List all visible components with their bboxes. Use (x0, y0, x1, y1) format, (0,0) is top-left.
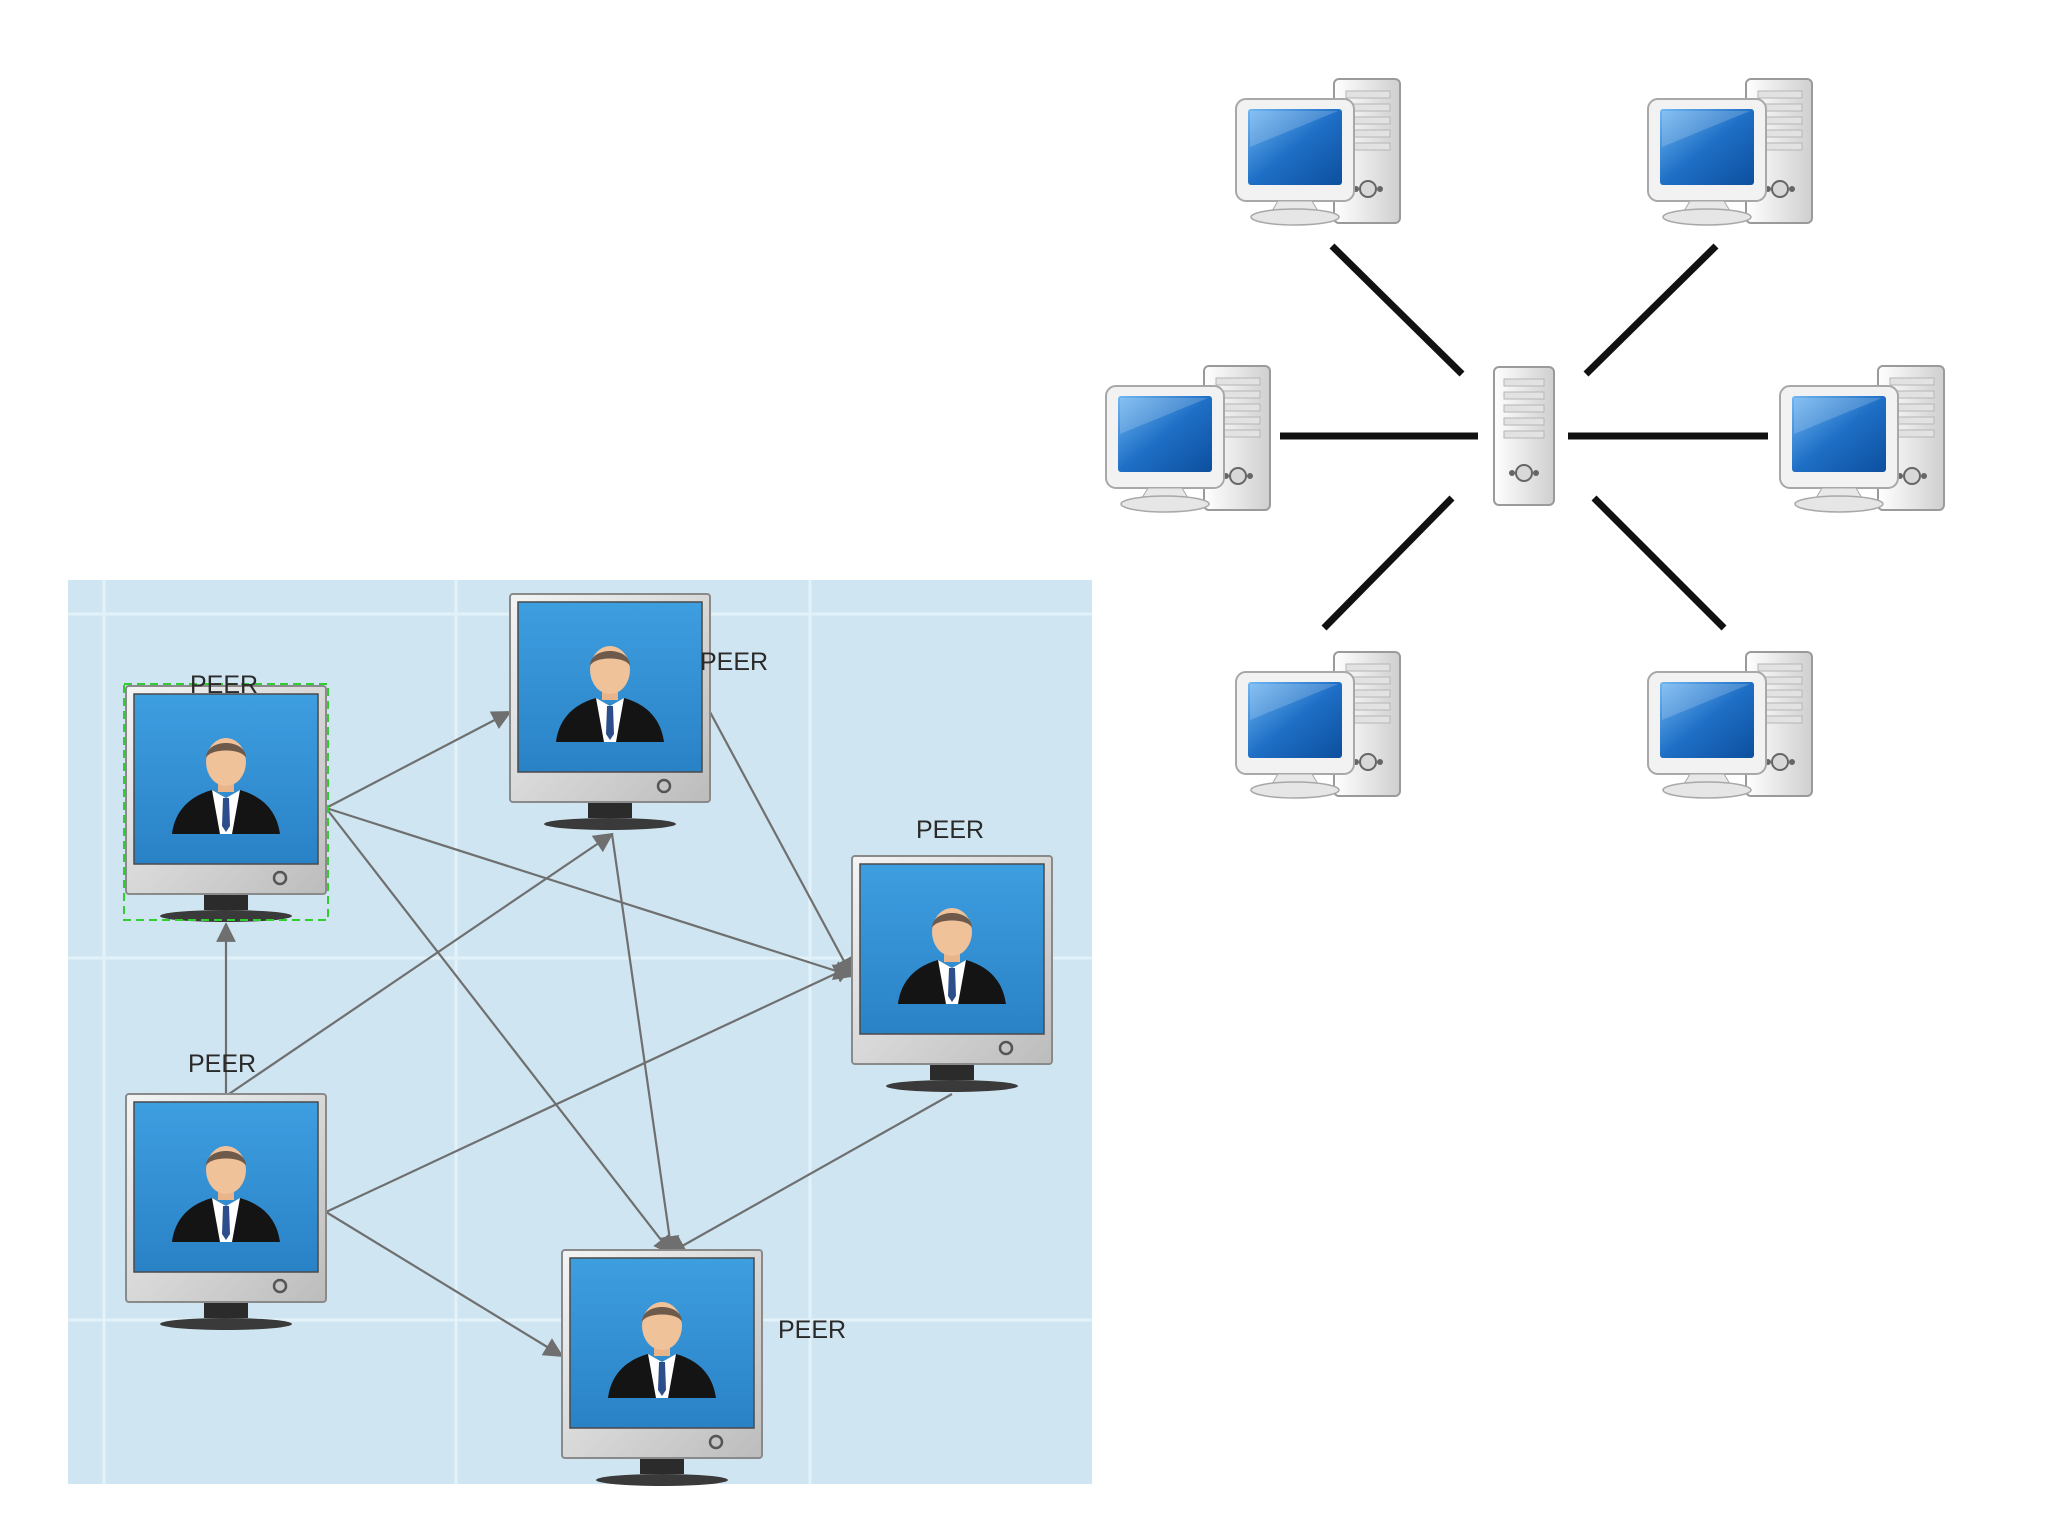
connection-peer-top-left-to-peer-bottom-center (325, 807, 674, 1256)
selection-outline (123, 683, 329, 921)
central-server-icon (1493, 366, 1555, 506)
client-top-right-desktop-computer-icon (1647, 78, 1813, 226)
connection-peer-top-left-to-peer-top-center (325, 711, 512, 809)
connection-peer-top-left-to-peer-right (325, 806, 854, 981)
peer-label: PEER (778, 1316, 846, 1344)
connection-peer-bottom-left-to-peer-top-center (225, 832, 614, 1097)
star-link-top-right (1583, 243, 1719, 377)
client-bottom-left-desktop-computer-icon (1235, 651, 1401, 799)
connection-peer-top-center-to-peer-bottom-center (610, 833, 680, 1256)
connection-peer-top-center-to-peer-right (709, 711, 853, 978)
user-monitor-icon (124, 684, 328, 924)
user-monitor-icon (124, 1092, 328, 1332)
star-link-bottom-left (1321, 495, 1455, 631)
peer-label: PEER (190, 671, 258, 699)
peer-label: PEER (700, 648, 768, 676)
client-top-left-desktop-computer-icon (1235, 78, 1401, 226)
p2p-network-diagram: PEER PEER PEER PEER PEER (68, 580, 1092, 1488)
peer-bottom-center[interactable]: PEER (560, 1248, 846, 1488)
peer-right[interactable]: PEER (850, 816, 1054, 1094)
star-link-top-left (1329, 243, 1465, 377)
peer-label: PEER (916, 816, 984, 844)
star-network-diagram (1105, 78, 1945, 799)
connection-peer-right-to-peer-bottom-center (666, 1093, 953, 1255)
client-middle-right-desktop-computer-icon (1779, 365, 1945, 513)
connection-peer-bottom-left-to-peer-right (325, 964, 854, 1213)
peer-label: PEER (188, 1050, 256, 1078)
user-monitor-icon (560, 1248, 764, 1488)
star-links (1280, 243, 1768, 631)
p2p-peers: PEER PEER PEER PEER PEER (123, 592, 1054, 1488)
peer-top-center[interactable]: PEER (508, 592, 768, 832)
peer-top-left[interactable]: PEER (123, 671, 329, 924)
user-monitor-icon (850, 854, 1054, 1094)
connection-peer-bottom-left-to-peer-bottom-center (325, 1211, 564, 1358)
client-bottom-right-desktop-computer-icon (1647, 651, 1813, 799)
peer-bottom-left[interactable]: PEER (124, 1050, 328, 1332)
star-link-bottom-right (1591, 495, 1727, 631)
p2p-connections (216, 711, 953, 1358)
client-middle-left-desktop-computer-icon (1105, 365, 1271, 513)
user-monitor-icon (508, 592, 712, 832)
